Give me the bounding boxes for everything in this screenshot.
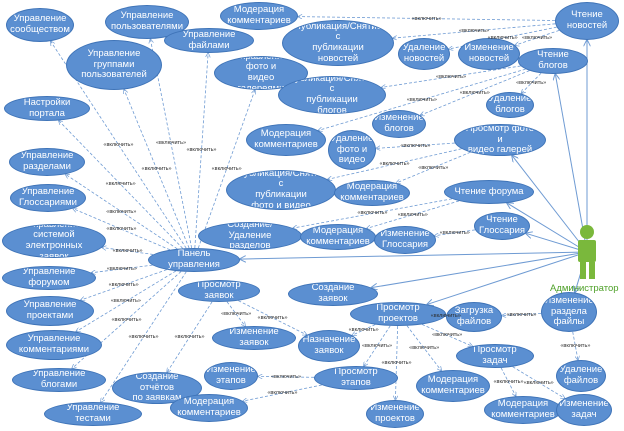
usecase-read-blogs[interactable]: Чтение блогов [518,48,588,74]
usecase-view-tasks[interactable]: Просмотр задач [456,344,534,368]
include-link-uc36-uc35 [502,313,542,315]
include-link-uc31-uc38 [238,300,306,335]
include-link-uc18-uc17 [376,142,455,148]
usecase-edit-blogs[interactable]: Изменение блогов [372,110,426,138]
include-link-uc10-uc12 [381,65,521,87]
usecase-comment-management[interactable]: Управление комментариями [6,330,102,360]
usecase-view-projects[interactable]: Просмотр проектов [350,302,446,326]
include-link-uc29-uc11 [197,90,255,249]
actor-association-uc29 [240,251,588,259]
usecase-project-comment-moderation[interactable]: Модерация комментариев [416,370,490,402]
include-link-uc04-uc03 [298,17,556,21]
usecase-delete-news[interactable]: Удаление новостей [398,38,450,70]
usecase-publish-photo-video[interactable]: Публикация/Снятие с публикации фото и ви… [226,170,336,210]
usecase-stage-comment-moderation[interactable]: Модерация комментариев [170,394,248,422]
include-link-uc10-uc16 [318,68,526,130]
include-link-uc22-uc26 [367,200,460,229]
include-link-uc34-uc48 [395,325,399,400]
usecase-edit-files-section[interactable]: Изменение раздела файлы [541,292,597,332]
actor-association-uc34 [427,251,588,304]
usecase-delete-blogs[interactable]: Удаление блогов [486,92,534,118]
usecase-create-delete-sections[interactable]: Создание/Удаление разделов [198,222,302,250]
include-link-uc29-uc06 [194,53,208,249]
usecase-read-news[interactable]: Чтение новостей [555,2,619,40]
usecase-assign-requests[interactable]: Назначение заявок [298,330,360,362]
usecase-forum-comment-moderation[interactable]: Модерация комментариев [300,224,376,250]
usecase-publish-blogs[interactable]: Публикация/Снятие с публикации блогов [278,76,386,114]
usecase-file-management[interactable]: Управление файлами [164,28,254,53]
include-link-uc29-uc39 [76,270,177,332]
usecase-control-panel[interactable]: Панель управления [148,248,240,272]
usecase-community-management[interactable]: Управление сообществом [6,8,74,42]
usecase-forum-management[interactable]: Управление форумом [2,266,96,290]
include-link-uc29-uc28 [102,248,154,255]
usecase-section-management[interactable]: Управление разделами [9,148,85,176]
actor-association-uc24 [526,233,588,253]
include-link-uc34-uc38 [352,324,376,336]
usecase-edit-projects[interactable]: Изменение проектов [366,400,424,428]
usecase-edit-requests[interactable]: Изменение заявок [212,326,296,350]
usecase-edit-news[interactable]: Изменение новостей [458,38,520,70]
include-link-uc29-uc19 [65,174,178,250]
include-link-uc10-uc14 [521,72,542,93]
include-link-uc29-uc23 [73,209,171,251]
usecase-edit-glossary[interactable]: Изменение Глоссария [374,226,436,254]
usecase-delete-photo-video[interactable]: Удаление фото и видео [328,130,376,170]
include-link-uc40-uc50 [512,366,565,399]
usecase-glossary-management[interactable]: Управление Глоссариями [10,184,86,212]
usecase-upload-files[interactable]: Загрузка файлов [446,302,502,332]
usecase-blog-management[interactable]: Управление блогами [12,368,106,392]
usecase-read-forum[interactable]: Чтение форума [444,180,534,204]
usecase-test-management[interactable]: Управление тестами [44,402,142,426]
include-link-uc40-uc49 [500,367,516,396]
usecase-portal-settings[interactable]: Настройки портала [4,96,90,121]
usecase-project-management[interactable]: Управление проектами [6,296,94,326]
include-link-uc36-uc44 [572,331,578,360]
actor-association-uc18 [512,155,588,253]
usecase-news-comment-moderation[interactable]: Модерация комментариев [220,2,298,30]
usecase-edit-tasks[interactable]: Изменение задач [556,394,612,426]
usecase-blog-comment-moderation[interactable]: Модерация комментариев [246,124,326,156]
usecase-create-requests[interactable]: Создание заявок [288,282,378,306]
include-link-uc04-uc09 [515,29,560,45]
usecase-view-requests[interactable]: Просмотр заявок [178,280,260,302]
actor-association-uc22 [507,203,588,253]
usecase-task-comment-moderation[interactable]: Модерация комментариев [484,396,562,424]
include-link-uc18-uc20 [328,148,462,180]
usecase-read-glossary[interactable]: Чтение Глоссария [474,212,530,240]
include-link-uc34-uc42 [364,325,391,366]
actor-label: Администратор [550,283,619,294]
include-link-uc31-uc46 [167,301,213,373]
usecase-edit-stages[interactable]: Изменение этапов [204,362,258,390]
include-link-uc04-uc07 [393,23,556,38]
include-link-uc34-uc43 [406,325,441,371]
include-link-uc34-uc40 [421,324,472,346]
usecase-delete-files[interactable]: Удаление файлов [556,360,606,392]
usecase-view-stages[interactable]: Просмотр этапов [314,366,398,390]
include-link-uc29-uc05 [124,89,190,249]
include-link-uc42-uc41 [258,376,315,377]
include-link-uc24-uc27 [435,229,476,236]
usecase-request-reports[interactable]: Создание отчётов по заявкам [112,372,202,404]
include-link-uc29-uc51 [101,271,187,402]
include-link-uc18-uc21 [396,151,471,183]
include-link-uc29-uc30 [91,264,153,273]
actor-association-uc32 [371,251,588,288]
usecase-request-system-management[interactable]: Управление системой электронных заявок [2,224,106,258]
include-link-uc22-uc25 [293,198,453,228]
include-link-uc42-uc47 [243,384,322,401]
actor-association-uc10 [555,74,588,253]
include-link-uc29-uc33 [81,269,167,301]
include-link-uc31-uc37 [226,301,245,326]
usecase-gallery-comment-moderation[interactable]: Модерация комментариев [334,180,410,206]
usecase-view-galleries[interactable]: Просмотр фото и видео галерей [454,124,546,156]
actor-figure [578,225,596,279]
usecase-user-group-management[interactable]: Управление группами пользователей [66,40,162,90]
usecase-publish-news[interactable]: Публикация/Снятие с публикации новостей [282,20,394,66]
